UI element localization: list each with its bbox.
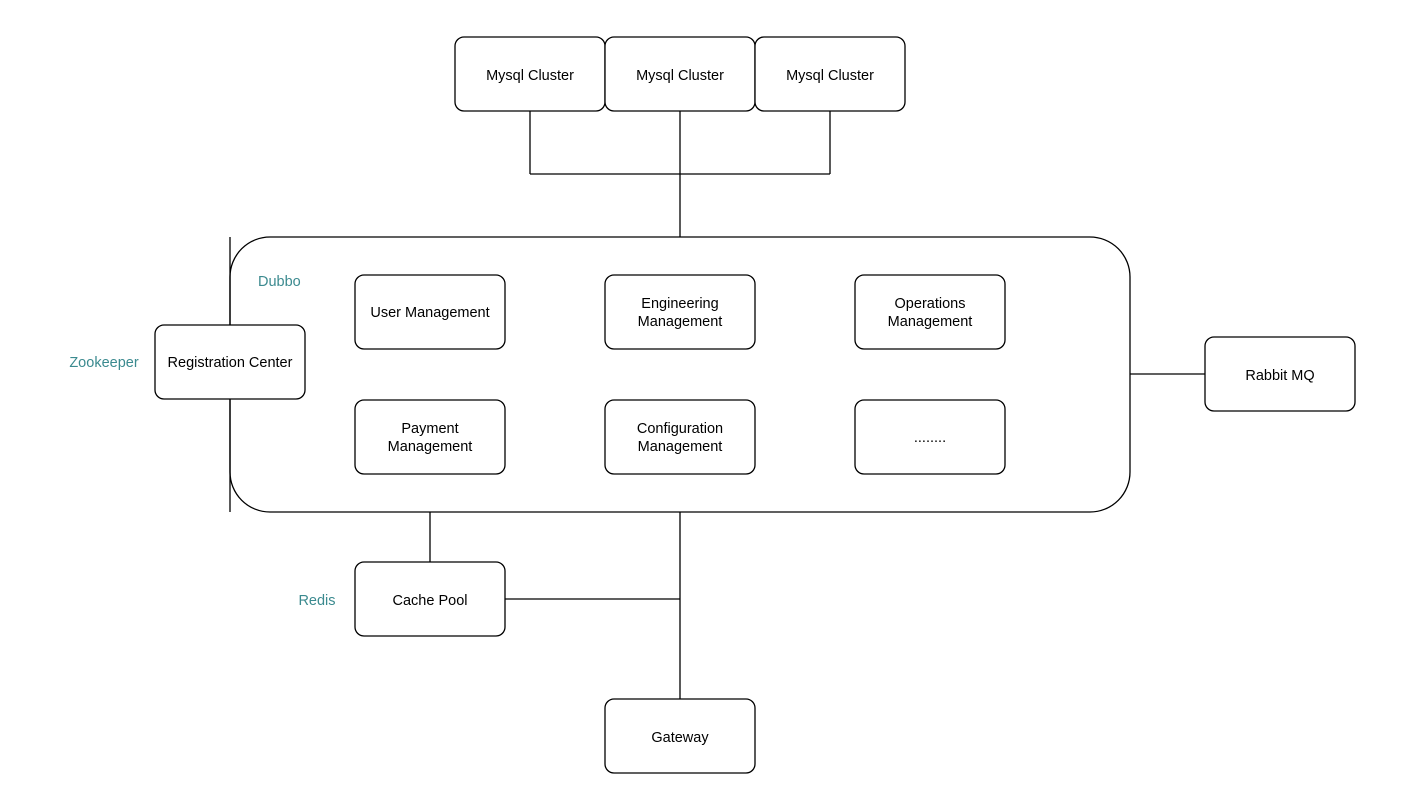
service-payment-management: Payment Management bbox=[354, 399, 506, 475]
redis-label: Redis bbox=[298, 593, 335, 609]
service-label-line-1: Configuration bbox=[637, 421, 723, 437]
mysql-cluster-label: Mysql Cluster bbox=[786, 68, 874, 84]
zookeeper-label: Zookeeper bbox=[69, 355, 138, 371]
registration-center-label: Registration Center bbox=[168, 355, 293, 371]
service-label: ........ bbox=[914, 430, 946, 446]
service-label-line-1: Payment bbox=[401, 421, 458, 437]
service-label-line-2: Management bbox=[888, 314, 973, 330]
service-label-line-1: Operations bbox=[895, 296, 966, 312]
service-label-line-2: Management bbox=[638, 314, 723, 330]
service-label-line-2: Management bbox=[388, 439, 473, 455]
rabbit-mq-label: Rabbit MQ bbox=[1245, 368, 1314, 384]
service-engineering-management: Engineering Management bbox=[604, 274, 756, 350]
gateway-node: Gateway bbox=[604, 698, 756, 774]
rabbit-mq-node: Rabbit MQ bbox=[1204, 336, 1356, 412]
service-more: ........ bbox=[854, 399, 1006, 475]
dubbo-label: Dubbo bbox=[258, 274, 301, 290]
mysql-cluster-node: Mysql Cluster bbox=[454, 36, 606, 112]
registration-center-node: Registration Center bbox=[154, 324, 306, 400]
mysql-cluster-node: Mysql Cluster bbox=[754, 36, 906, 112]
service-user-management: User Management bbox=[354, 274, 506, 350]
service-configuration-management: Configuration Management bbox=[604, 399, 756, 475]
service-label: User Management bbox=[370, 305, 489, 321]
cache-pool-node: Cache Pool bbox=[354, 561, 506, 637]
cache-pool-label: Cache Pool bbox=[393, 593, 468, 609]
service-label-line-1: Engineering bbox=[641, 296, 718, 312]
mysql-cluster-node: Mysql Cluster bbox=[604, 36, 756, 112]
mysql-cluster-label: Mysql Cluster bbox=[486, 68, 574, 84]
service-operations-management: Operations Management bbox=[854, 274, 1006, 350]
mysql-cluster-label: Mysql Cluster bbox=[636, 68, 724, 84]
gateway-label: Gateway bbox=[651, 730, 709, 746]
service-label-line-2: Management bbox=[638, 439, 723, 455]
